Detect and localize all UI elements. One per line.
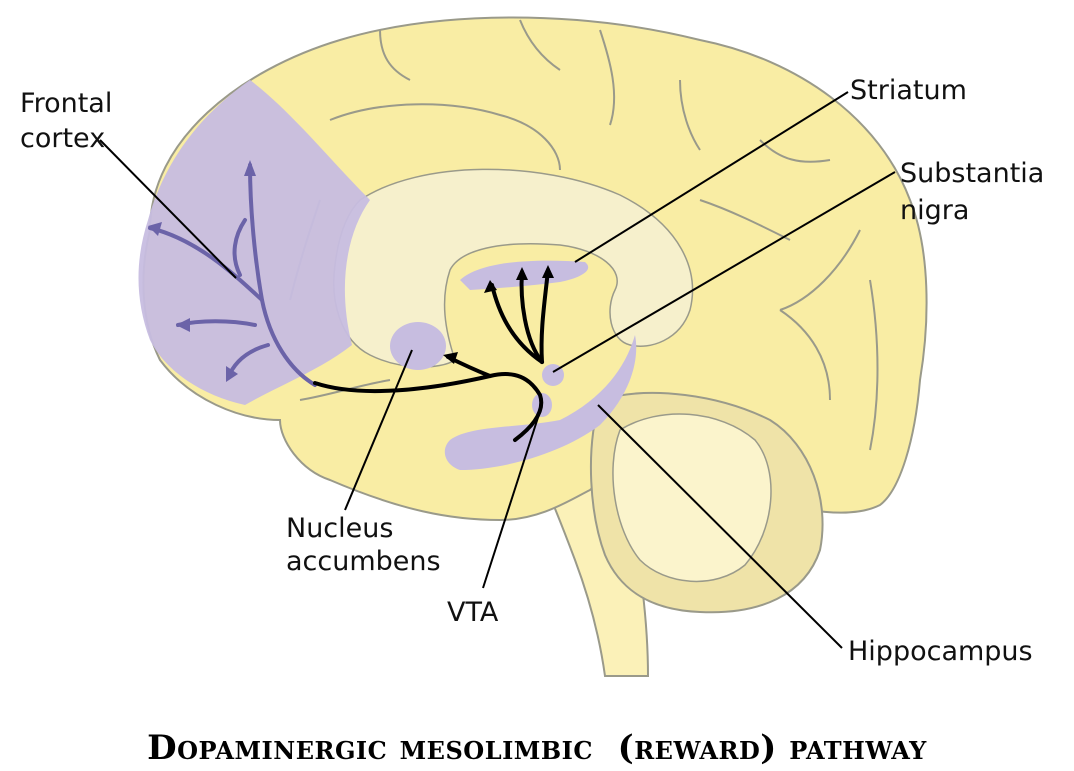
corpus-callosum xyxy=(333,168,694,368)
striatum-label: Striatum xyxy=(850,75,967,106)
substantia-nigra-label: Substantia xyxy=(900,158,1044,189)
frontal-pathway xyxy=(148,163,317,387)
hippocampus-region xyxy=(444,335,637,470)
diagram-caption: Dopaminergic mesolimbic (reward) pathway xyxy=(147,728,927,768)
vta-label: VTA xyxy=(447,597,499,628)
dopamine-arrowheads xyxy=(443,265,554,364)
frontal-cortex-label: cortex xyxy=(20,123,105,154)
substantia-nigra-label: nigra xyxy=(900,195,969,226)
nucleus-accumbens-region xyxy=(390,322,446,370)
nucleus-accumbens-label: accumbens xyxy=(286,546,441,577)
frontal-cortex-label: Frontal xyxy=(20,88,112,119)
hippocampus-label: Hippocampus xyxy=(848,636,1033,667)
frontal-arrowheads xyxy=(148,160,256,382)
nucleus-accumbens-label: Nucleus xyxy=(286,513,393,544)
leader-lines xyxy=(99,91,896,649)
